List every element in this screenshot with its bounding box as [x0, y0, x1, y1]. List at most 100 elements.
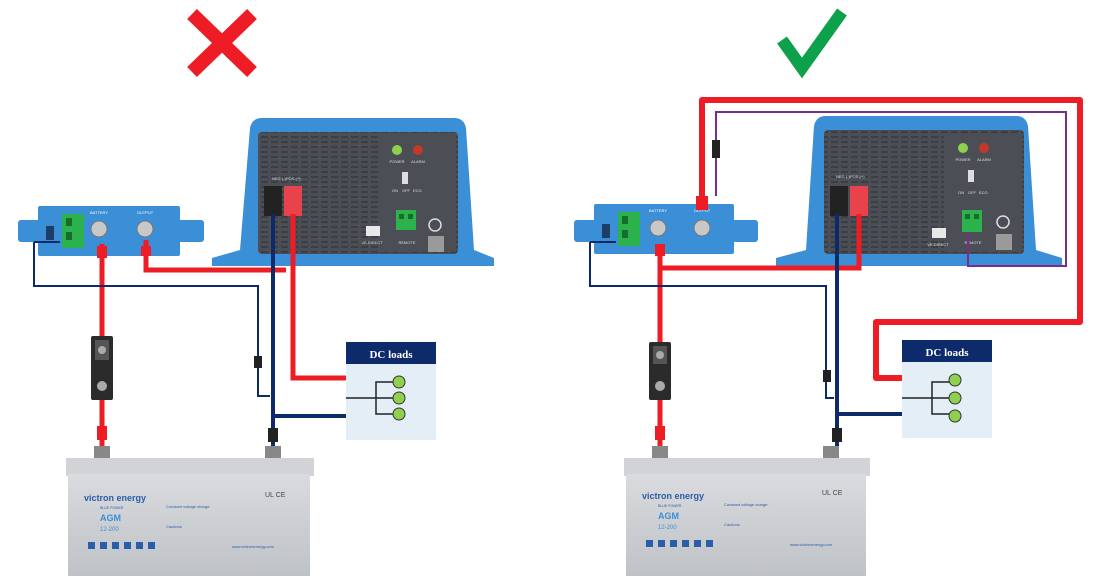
ground-terminal [428, 236, 444, 252]
load-node [392, 375, 406, 389]
battery-cautions-title: Cautions [724, 522, 740, 527]
bp-battery-terminal [649, 219, 667, 237]
remote-connector[interactable] [962, 210, 982, 232]
pos-terminal-label: POS (+) [286, 176, 301, 181]
load-node [948, 409, 962, 423]
alarm-led-icon [413, 145, 423, 155]
battery-cautions-title: Cautions [166, 524, 182, 529]
battery-protect: BATTERY OUTPUT battery protect BP 12/100 [18, 206, 204, 263]
battery-brand-sub: BLUE POWER [100, 506, 124, 510]
inverter: POWER ALARM ON OFF ECO REMOTE VE.DIRECT … [776, 116, 1062, 266]
power-led-icon [392, 145, 402, 155]
ve-direct-label: VE.DIRECT [927, 242, 949, 247]
power-led-label: POWER [389, 159, 404, 164]
wires-right [589, 97, 1083, 446]
switch-eco-label: ECO [979, 190, 988, 195]
wire-lugs [97, 196, 708, 440]
battery-protect: BATTERY OUTPUT battery protect BP 12/100 [574, 204, 758, 261]
ve-direct-label: VE.DIRECT [361, 240, 383, 245]
battery-type: AGM [100, 513, 121, 523]
inline-fuse [823, 370, 831, 382]
neg-terminal-label: NEG (-) [272, 176, 286, 181]
ve-direct-port[interactable] [932, 228, 946, 238]
right-checkmark-icon [777, 8, 847, 79]
fuse-holder [649, 342, 671, 400]
bp-indicator [46, 226, 54, 240]
switch-on-label: ON [392, 188, 398, 193]
switch-off-label: OFF [968, 190, 977, 195]
bp-indicator [602, 224, 610, 238]
battery-charge-title: Constant voltage charge: [166, 504, 210, 509]
bp-battery-label: BATTERY [649, 208, 667, 213]
battery: victron energy BLUE POWER AGM 12-200 Con… [624, 446, 870, 576]
bp-output-terminal [136, 220, 154, 238]
bp-connector[interactable] [618, 212, 640, 246]
battery-neg-terminal [265, 446, 281, 460]
neg-terminal [830, 186, 848, 216]
battery-marks: UL CE [265, 492, 286, 499]
power-led-icon [958, 143, 968, 153]
wrong-cross-icon [187, 8, 257, 78]
remote-port-label: REMOTE [964, 240, 981, 245]
battery-brand-sub: BLUE POWER [658, 504, 682, 508]
battery-capacity: 12-200 [658, 525, 677, 531]
switch-on-label: ON [958, 190, 964, 195]
bp-model-label: battery protect BP 12/100 [665, 255, 734, 261]
fuse-holder [91, 336, 113, 400]
battery-warning-icons [88, 542, 155, 549]
pos-terminal [850, 186, 868, 216]
battery-pos-terminal [652, 446, 668, 460]
remote-connector[interactable] [396, 210, 416, 230]
bp-connector[interactable] [62, 214, 84, 248]
battery-website: www.victronenergy.com [790, 542, 833, 547]
panel-wrong: POWER ALARM ON OFF ECO REMOTE VE.DIRECT … [18, 118, 494, 576]
pos-terminal [284, 186, 302, 216]
battery-pos-terminal [94, 446, 110, 460]
pos-terminal-label: POS (+) [850, 174, 865, 179]
neg-terminal [264, 186, 282, 216]
alarm-led-label: ALARM [977, 157, 991, 162]
inverter: POWER ALARM ON OFF ECO REMOTE VE.DIRECT … [212, 118, 494, 266]
dc-loads: DC loads [902, 340, 992, 438]
load-node [392, 391, 406, 405]
bp-battery-terminal [90, 220, 108, 238]
panel-right: POWER ALARM ON OFF ECO REMOTE VE.DIRECT … [574, 97, 1083, 576]
battery-marks: UL CE [822, 490, 843, 497]
inline-fuse [254, 356, 262, 368]
battery-website: www.victronenergy.com [232, 544, 275, 549]
neg-terminal-label: NEG (-) [836, 174, 850, 179]
mode-switch[interactable] [402, 172, 408, 184]
alarm-led-label: ALARM [411, 159, 425, 164]
bp-output-terminal [693, 219, 711, 237]
dc-loads-title: DC loads [369, 349, 413, 361]
ground-icon [996, 215, 1010, 229]
alarm-led-icon [979, 143, 989, 153]
neg-lugs [268, 428, 842, 442]
battery-brand: victron energy [642, 491, 704, 501]
dc-loads-title: DC loads [925, 347, 969, 359]
battery-neg-terminal [823, 446, 839, 460]
load-node [392, 407, 406, 421]
switch-off-label: OFF [402, 188, 411, 193]
ground-terminal [996, 234, 1012, 250]
battery-brand: victron energy [84, 493, 146, 503]
remote-inline-fuse [712, 140, 720, 158]
battery-type: AGM [658, 511, 679, 521]
load-node [948, 373, 962, 387]
bp-model-label: battery protect BP 12/100 [87, 257, 156, 263]
switch-eco-label: ECO [413, 188, 422, 193]
bp-output-label: OUTPUT [137, 210, 154, 215]
dc-loads: DC loads [346, 342, 436, 440]
battery-capacity: 12-200 [100, 527, 119, 533]
load-node [948, 391, 962, 405]
mode-switch[interactable] [968, 170, 974, 182]
bp-battery-label: BATTERY [90, 210, 108, 215]
ground-icon [428, 218, 442, 232]
battery-charge-title: Constant voltage charge: [724, 502, 768, 507]
battery-warning-icons [646, 540, 713, 547]
bp-output-label: OUTPUT [694, 208, 711, 213]
remote-port-label: REMOTE [398, 240, 415, 245]
ve-direct-port[interactable] [366, 226, 380, 236]
power-led-label: POWER [955, 157, 970, 162]
